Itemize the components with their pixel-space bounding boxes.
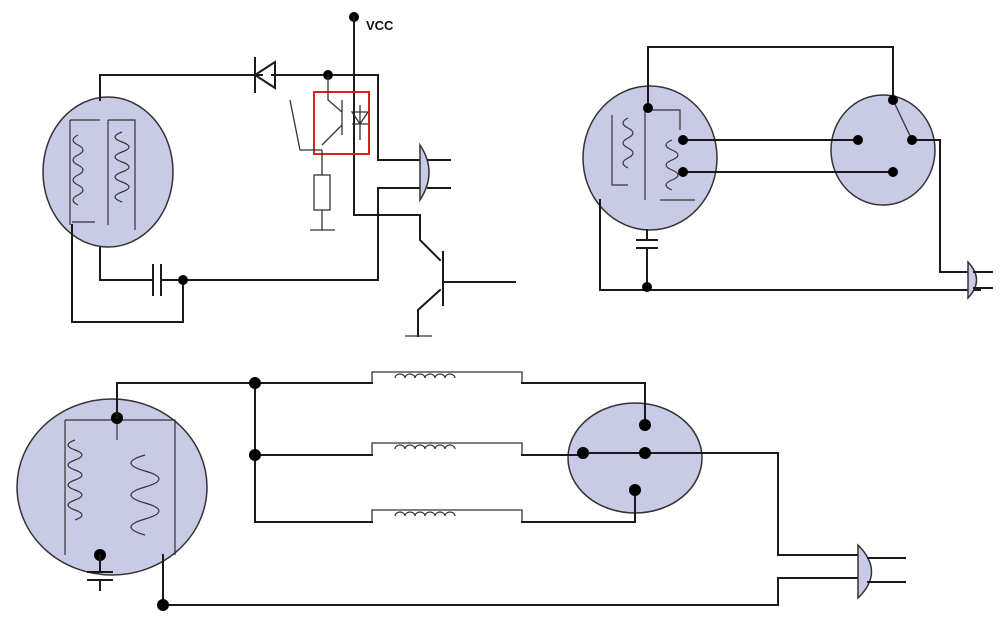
transistor [405,214,516,337]
plug-2 [967,260,993,300]
lamp-2-coils [611,109,695,201]
inductor-2 [371,442,523,455]
vcc-label: VCC [366,18,394,33]
diode [253,57,276,93]
capacitor-1 [152,264,162,296]
diagram-optocoupler-circuit: VCC [42,12,516,337]
lamp-3 [16,398,208,576]
lamp-1-coils [69,119,136,230]
plug-3 [857,543,906,600]
starter-lamp-2 [830,94,936,206]
inductor-1 [371,371,523,383]
diagram-three-inductor-circuit [16,371,906,611]
inductor-3 [371,509,523,522]
resistor [310,150,335,231]
lamp-2 [582,85,718,231]
capacitor-2 [636,229,658,288]
optocoupler [289,75,370,155]
optocoupler-highlight-box [313,91,370,155]
diagram-two-lamp-circuit [582,46,993,300]
plug-1 [419,142,451,203]
capacitor-3 [87,554,113,591]
